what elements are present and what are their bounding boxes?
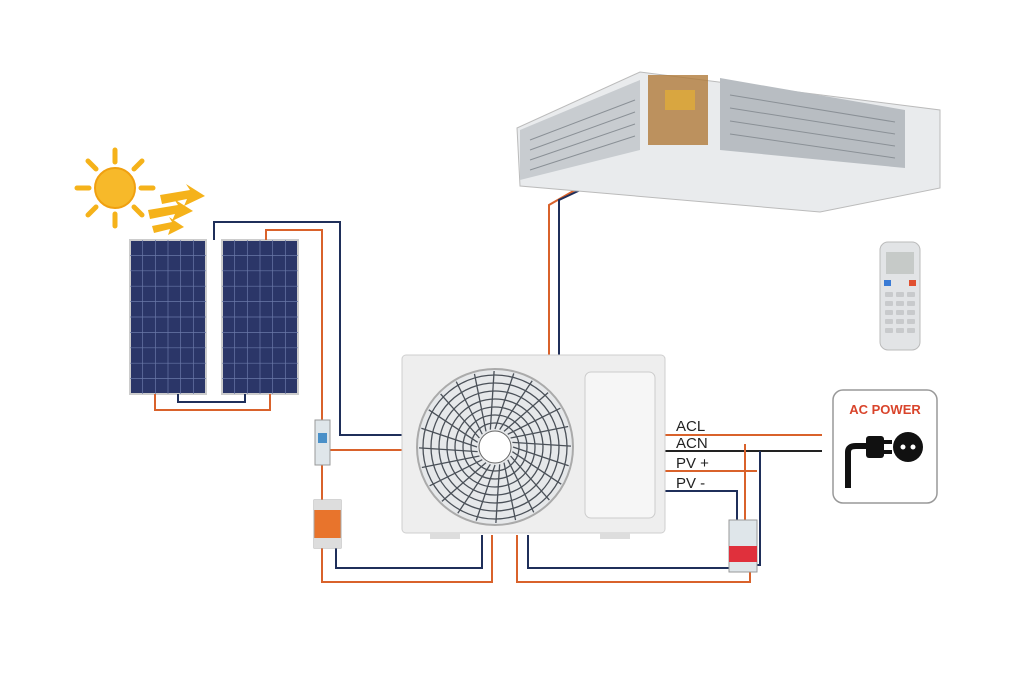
label-acl: ACL (676, 418, 705, 435)
plug-icon (845, 432, 923, 488)
label-pv-minus: PV - (676, 475, 705, 492)
ac-power-title: AC POWER (849, 402, 921, 417)
label-acn: ACN (676, 435, 708, 452)
remote-control (879, 241, 921, 351)
ac-power-box: AC POWER (832, 389, 938, 504)
dc-breaker (314, 419, 331, 466)
label-pv-plus: PV + (676, 455, 709, 472)
outdoor-unit (401, 354, 666, 539)
indoor-duct-unit (516, 71, 941, 213)
ac-breaker (728, 519, 758, 573)
surge-protector (313, 499, 342, 549)
sun-icon (74, 147, 205, 235)
